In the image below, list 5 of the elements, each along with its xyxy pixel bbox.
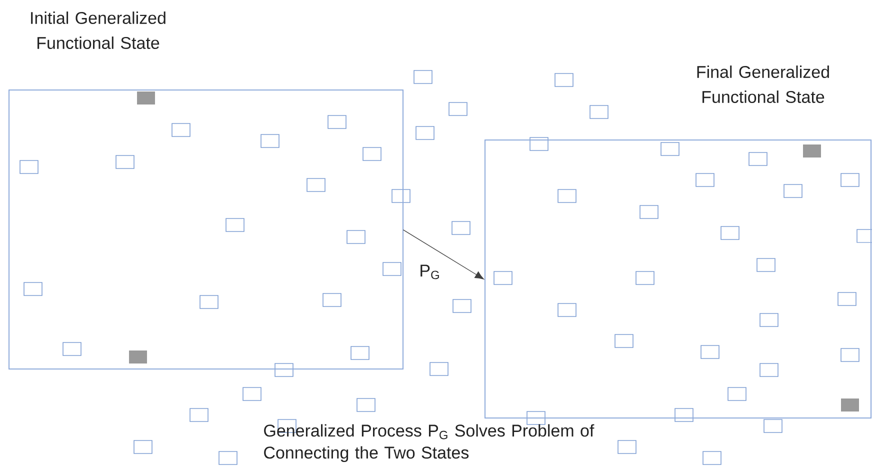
state-heading: Final Generalized Functional State (697, 66, 829, 104)
edge-label: P$_{G}$ (420, 264, 439, 280)
arrow (402, 229, 484, 280)
state-heading: Initial Generalized Functional State (31, 12, 166, 50)
caption: Generalized Process P$_{G}$ Solves Problem of Connecting the Two States (264, 424, 594, 462)
